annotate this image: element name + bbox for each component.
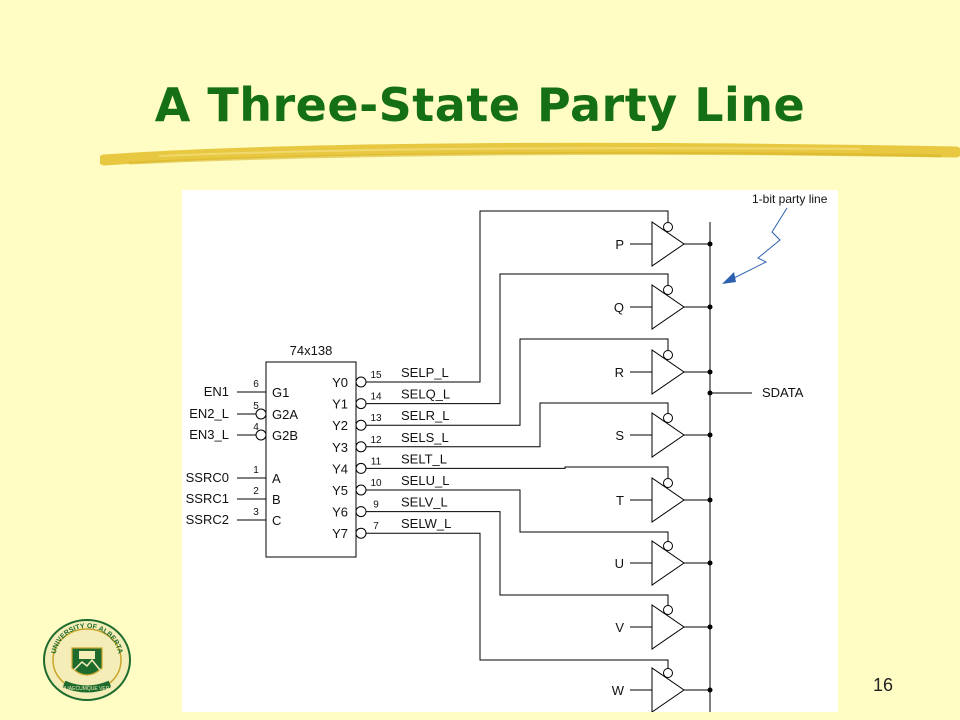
decoder-output-label: Y6: [332, 505, 348, 520]
enable-bubble: [663, 668, 673, 678]
buffer-data-label: T: [616, 493, 624, 508]
decoder-input-label: B: [272, 492, 281, 507]
tristate-buffer: [651, 540, 685, 586]
select-signal-label: SELU_L: [401, 473, 449, 488]
select-wire: [366, 338, 669, 426]
output-bubble: [355, 506, 367, 518]
select-wire: [366, 210, 669, 383]
select-wire: [366, 489, 669, 549]
decoder-input-label: A: [272, 471, 281, 486]
callout-arrowhead: [722, 272, 736, 284]
tristate-buffer: [651, 412, 685, 458]
svg-text:QUAECUMQUE VERA: QUAECUMQUE VERA: [61, 686, 113, 692]
buffer-data-label: R: [615, 365, 624, 380]
university-seal-logo: UNIVERSITY OF ALBERTA QUAECUMQUE VERA: [43, 619, 131, 701]
output-pin-number: 14: [370, 392, 382, 403]
decoder-output-label: Y0: [332, 375, 348, 390]
decoder-output-label: Y4: [332, 461, 348, 476]
page-number: 16: [873, 675, 894, 695]
select-signal-label: SELR_L: [401, 408, 449, 423]
input-pin-number: 4: [253, 422, 259, 433]
enable-bubble: [663, 541, 673, 551]
decoder-body: [265, 361, 357, 558]
select-signal-label: SELW_L: [401, 516, 451, 531]
enable-bubble: [663, 285, 673, 295]
input-signal-label: SSRC0: [186, 470, 229, 485]
tristate-buffer: [651, 349, 685, 395]
input-signal-label: SSRC2: [186, 512, 229, 527]
output-pin-number: 7: [373, 521, 379, 532]
buffer-data-label: V: [615, 620, 624, 635]
select-signal-label: SELT_L: [401, 451, 447, 466]
output-pin-number: 11: [371, 456, 382, 467]
buffer-data-label: W: [612, 683, 625, 698]
enable-bubble: [663, 222, 673, 232]
enable-bubble: [663, 605, 673, 615]
input-signal-label: EN1: [204, 384, 229, 399]
enable-bubble: [663, 413, 673, 423]
buffer-data-label: S: [615, 428, 624, 443]
decoder-output-label: Y3: [332, 440, 348, 455]
select-signal-label: SELV_L: [401, 495, 448, 510]
tristate-buffer: [651, 221, 685, 267]
input-pin-number: 3: [253, 507, 259, 518]
input-pin-number: 6: [253, 379, 259, 390]
select-wire: [366, 466, 669, 486]
decoder-input-label: C: [272, 513, 281, 528]
enable-bubble: [663, 350, 673, 360]
input-pin-number: 5: [253, 401, 259, 412]
decoder-output-label: Y5: [332, 483, 348, 498]
select-wire: [366, 273, 669, 405]
slide-title: A Three-State Party Line: [154, 78, 806, 132]
select-wire: [366, 532, 669, 676]
tristate-buffer: [651, 667, 685, 712]
decoder-output-label: Y1: [332, 397, 348, 412]
inversion-bubble: [255, 429, 267, 441]
decoder-part-label: 74x138: [290, 343, 333, 358]
output-bubble: [355, 484, 367, 496]
callout-squiggle: [727, 207, 788, 282]
decoder-output-label: Y2: [332, 418, 348, 433]
select-wire: [366, 511, 669, 613]
select-signal-label: SELQ_L: [401, 387, 450, 402]
buffer-data-label: U: [615, 556, 624, 571]
output-bubble: [355, 527, 367, 539]
inversion-bubble: [255, 408, 267, 420]
output-pin-number: 13: [370, 413, 382, 424]
select-signal-label: SELP_L: [401, 365, 449, 380]
decoder-input-label: G1: [272, 385, 289, 400]
output-bubble: [355, 398, 367, 410]
input-signal-label: EN2_L: [189, 406, 229, 421]
callout-label: 1-bit party line: [752, 192, 828, 206]
decoder-input-label: G2B: [272, 428, 298, 443]
decoder-input-label: G2A: [272, 407, 298, 422]
select-wire: [366, 402, 669, 448]
input-pin-number: 1: [253, 465, 259, 476]
decoder-output-label: Y7: [332, 526, 348, 541]
buffer-data-label: P: [615, 237, 624, 252]
enable-bubble: [663, 478, 673, 488]
output-pin-number: 12: [370, 435, 382, 446]
sdata-label: SDATA: [762, 385, 804, 400]
buffer-data-label: Q: [614, 300, 624, 315]
output-pin-number: 15: [370, 370, 382, 381]
input-pin-number: 2: [253, 486, 259, 497]
tristate-buffer: [651, 604, 685, 650]
input-signal-label: SSRC1: [186, 491, 229, 506]
input-signal-label: EN3_L: [189, 427, 229, 442]
output-bubble: [355, 441, 367, 453]
output-pin-number: 9: [373, 500, 379, 511]
output-bubble: [355, 462, 367, 474]
output-bubble: [355, 376, 367, 388]
output-pin-number: 10: [370, 478, 382, 489]
tristate-buffer: [651, 477, 685, 523]
output-bubble: [355, 419, 367, 431]
highlighter-stroke: [100, 142, 960, 166]
select-signal-label: SELS_L: [401, 430, 449, 445]
tristate-buffer: [651, 284, 685, 330]
